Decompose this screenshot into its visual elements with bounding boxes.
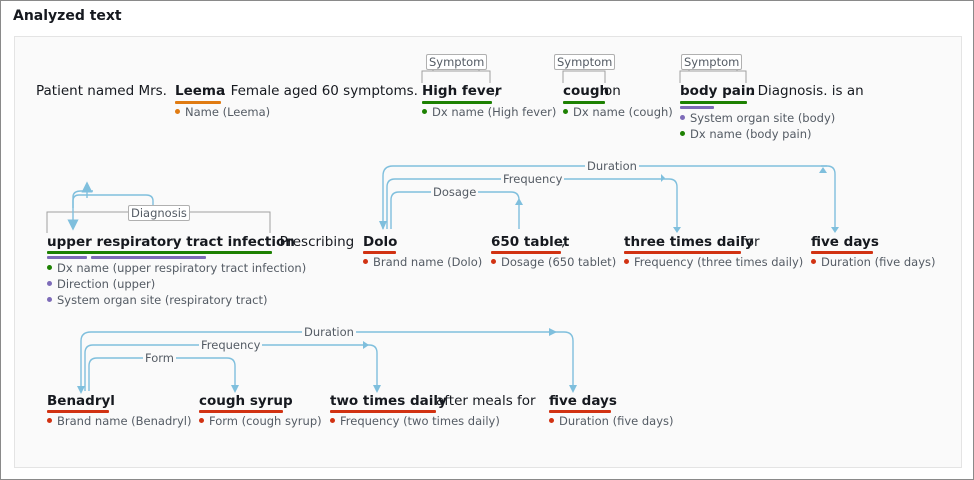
text-segment: . Diagnosis. is an — [749, 83, 864, 99]
entity-label: Dx name (cough) — [563, 105, 673, 119]
entity-cough-syrup[interactable]: cough syrup — [199, 393, 293, 409]
text-segment: for — [741, 234, 760, 250]
urti-site-arrow — [72, 190, 93, 208]
text-segment: . — [871, 234, 876, 250]
frequency-underline — [624, 251, 741, 254]
entity-high-fever[interactable]: High fever — [422, 83, 502, 99]
entity-label: Brand name (Benadryl) — [47, 414, 191, 428]
entity-label: Frequency (three times daily) — [624, 255, 803, 269]
entity-label: Form (cough syrup) — [199, 414, 322, 428]
symptom-tag: Symptom — [681, 54, 743, 70]
symptom-bracket-cough — [562, 70, 606, 83]
panel-title: Analyzed text — [13, 8, 122, 24]
dx-underline — [422, 101, 492, 104]
entity-label: Dx name (High fever) — [422, 105, 556, 119]
dx-underline — [680, 101, 747, 104]
relation-label-frequency: Frequency — [501, 172, 565, 186]
relation-label-form: Form — [143, 351, 176, 365]
form-underline — [199, 410, 283, 413]
entity-label: Duration (five days) — [811, 255, 936, 269]
brand-underline — [363, 251, 396, 254]
relation-label-frequency: Frequency — [199, 338, 263, 352]
relation-label-duration: Duration — [302, 325, 356, 339]
entity-five-days[interactable]: five days — [549, 393, 617, 409]
site-underline — [91, 256, 206, 259]
site-underline — [680, 106, 714, 109]
entity-label: Direction (upper) — [47, 277, 155, 291]
direction-underline — [47, 256, 87, 259]
name-underline — [175, 101, 221, 104]
text-segment: , — [561, 234, 566, 250]
text-segment: after meals for — [436, 393, 536, 409]
entity-label: Dx name (body pain) — [680, 127, 812, 141]
entity-two-times-daily[interactable]: two times daily — [330, 393, 447, 409]
text-segment: . — [610, 393, 615, 409]
symptom-tag: Symptom — [426, 54, 488, 70]
text-segment: , — [494, 83, 499, 99]
text-segment: Patient named Mrs. — [36, 83, 167, 99]
entity-label: Frequency (two times daily) — [330, 414, 500, 428]
entity-label: Dx name (upper respiratory tract infecti… — [47, 261, 306, 275]
entity-label: Brand name (Dolo) — [363, 255, 482, 269]
dosage-underline — [491, 251, 561, 254]
entity-body-pain[interactable]: body pain — [680, 83, 756, 99]
duration-underline — [549, 410, 611, 413]
entity-five-days[interactable]: five days — [811, 234, 879, 250]
dx-underline — [563, 101, 605, 104]
frequency-underline — [330, 410, 436, 413]
entity-label: Dosage (650 tablet) — [491, 255, 616, 269]
diagnosis-tag: Diagnosis — [128, 205, 190, 221]
entity-urti[interactable]: upper respiratory tract infection — [47, 234, 295, 250]
entity-650-tablet[interactable]: 650 tablet — [491, 234, 570, 250]
entity-label: System organ site (respiratory tract) — [47, 293, 267, 307]
dx-underline — [47, 251, 272, 254]
entity-dolo[interactable]: Dolo — [363, 234, 398, 250]
entity-leema[interactable]: Leema — [175, 83, 226, 99]
symptom-tag: Symptom — [554, 54, 616, 70]
duration-underline — [811, 251, 873, 254]
relation-label-duration: Duration — [585, 159, 639, 173]
brand-underline — [47, 410, 109, 413]
entity-three-times-daily[interactable]: three times daily — [624, 234, 754, 250]
entity-benadryl[interactable]: Benadryl — [47, 393, 115, 409]
entity-label: System organ site (body) — [680, 111, 835, 125]
text-segment: on — [604, 83, 621, 99]
entity-label: Duration (five days) — [549, 414, 674, 428]
entity-label: Name (Leema) — [175, 105, 270, 119]
text-segment: . Female aged 60 symptoms. — [222, 83, 418, 99]
relation-label-dosage: Dosage — [431, 185, 479, 199]
entity-cough[interactable]: cough — [563, 83, 610, 99]
text-segment: . Prescribing — [271, 234, 355, 250]
